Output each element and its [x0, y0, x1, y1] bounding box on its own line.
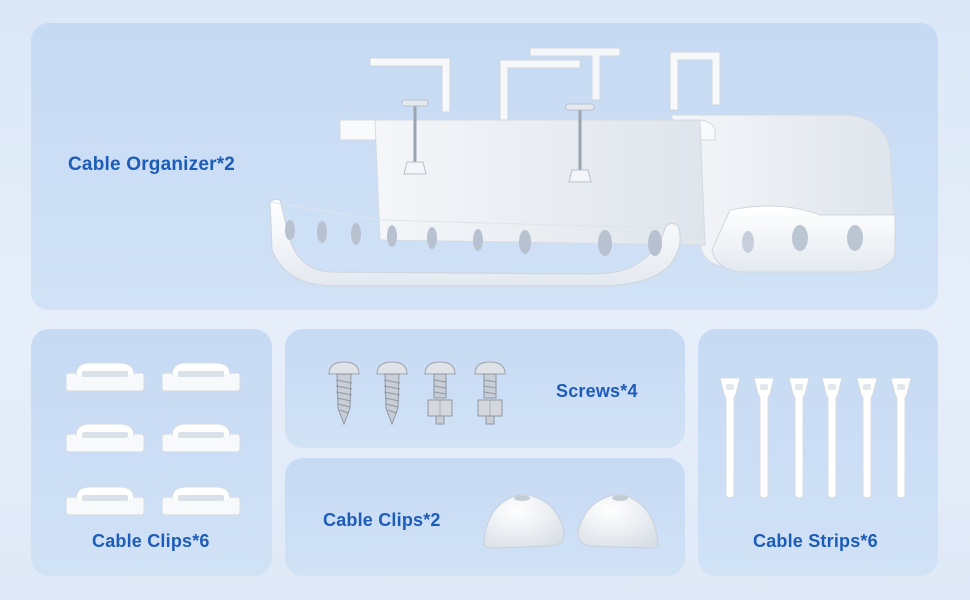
velcro-cable-strip-icon — [719, 377, 741, 499]
strips-label: Cable Strips*6 — [753, 531, 878, 551]
velcro-cable-strip-icon — [821, 377, 843, 499]
dome-cable-clip-icon — [577, 493, 659, 549]
round-clips-label: Cable Clips*2 — [323, 510, 441, 530]
dome-cable-clip-icon — [483, 493, 565, 549]
screw-icon — [474, 361, 506, 425]
adhesive-cable-clip-icon — [65, 486, 145, 516]
adhesive-cable-clip-icon — [65, 362, 145, 392]
screw-icon — [424, 361, 456, 425]
small-clips-label: Cable Clips*6 — [92, 531, 210, 551]
adhesive-cable-clip-icon — [161, 423, 241, 453]
adhesive-cable-clip-icon — [161, 486, 241, 516]
adhesive-cable-clip-icon — [65, 423, 145, 453]
velcro-cable-strip-icon — [788, 377, 810, 499]
cable-organizer-tray-icon — [269, 47, 896, 287]
organizer-label: Cable Organizer*2 — [68, 154, 236, 175]
screw-icon — [328, 361, 360, 426]
screw-icon — [376, 361, 408, 426]
adhesive-cable-clip-icon — [161, 362, 241, 392]
velcro-cable-strip-icon — [753, 377, 775, 499]
velcro-cable-strip-icon — [890, 377, 912, 499]
screws-label: Screws*4 — [556, 381, 638, 401]
velcro-cable-strip-icon — [856, 377, 878, 499]
